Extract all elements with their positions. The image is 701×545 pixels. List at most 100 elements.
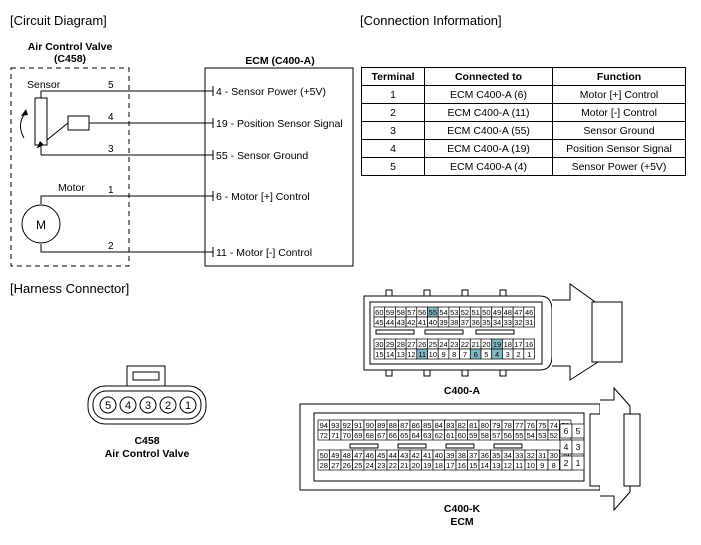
c400a-notch [461,289,469,297]
c400a-pin-label: 57 [407,308,415,317]
c400k-pin-label: 24 [366,461,374,470]
c400a-pin [523,316,535,328]
c400a-pin-label: 32 [514,318,522,327]
c400k-pin-label: 94 [320,421,328,430]
c400k-pin-label: 30 [550,451,558,460]
c400k-side-pin-label: 4 [564,442,569,452]
c400a-pin-label: 45 [375,318,383,327]
sensor-element [67,115,90,131]
c400k-pin-label: 33 [515,451,523,460]
c458-pin-label: 2 [165,400,171,412]
c400a-pin-label: 34 [493,318,501,327]
c400a-pin [523,348,535,360]
c400k-pin-label: 40 [435,451,443,460]
c400k-pin-label: 9 [540,461,544,470]
c400a-pin-label: 27 [407,340,415,349]
c400k-pin-label: 29 [561,451,569,460]
c400a-key [424,329,464,335]
c400a-pin-label: 35 [482,318,490,327]
c400k-pin-label: 17 [446,461,454,470]
c400k-pin-label: 92 [343,421,351,430]
c400a-pin-label: 56 [418,308,426,317]
table-cell: ECM C400-A (6) [424,85,553,104]
component-code: (C458) [53,53,87,65]
c400k-pin-label: 76 [527,421,535,430]
c400k-key [349,443,379,449]
c400k-pin-label: 36 [481,451,489,460]
c400k-pin-label: 81 [469,421,477,430]
c400k-pin-label: 79 [492,421,500,430]
pin-number: 4 [108,112,114,123]
c400k-pin-label: 46 [366,451,374,460]
c400k-pin-label: 48 [343,451,351,460]
c400a-pin-label: 26 [418,340,426,349]
component-heading: Air Control Valve (C458) [10,41,130,65]
c400a-pin-label: 21 [471,340,479,349]
c400a-pin-label: 60 [375,308,383,317]
c400a-notch [499,369,507,377]
c400k-pin-label: 62 [435,431,443,440]
c400a-pin-label: 24 [439,340,447,349]
c400k-pin-label: 50 [320,451,328,460]
pin-number: 3 [108,144,114,155]
sensor-label: Sensor [27,79,61,91]
c400a-pin-label: 16 [525,340,533,349]
wiper-arrowhead-icon [37,141,44,148]
c400a-notch [423,369,431,377]
c400a-pin-label: 19 [493,340,501,349]
c400a-housing [552,283,599,381]
c400a-pin-label: 11 [418,350,426,359]
ecm-terminal-label: 4 - Sensor Power (+5V) [216,86,326,98]
pin-number: 2 [108,241,114,252]
c400k-pin-label: 15 [469,461,477,470]
c400a-notch [461,369,469,377]
circuit-diagram-title: [Circuit Diagram] [10,13,107,28]
c400a-pin-label: 37 [461,318,469,327]
c400a-cable [591,301,623,363]
c400k-pin-label: 47 [354,451,362,460]
c400k-pin-label: 86 [412,421,420,430]
c400a-pin-label: 14 [386,350,394,359]
ecm-terminal-label: 6 - Motor [+] Control [216,191,310,203]
c400a-notch [423,289,431,297]
c400k-pin-label: 38 [458,451,466,460]
c400a-pin-label: 40 [429,318,437,327]
c400k-pin-label: 32 [527,451,535,460]
c400k-pin-label: 11 [515,461,523,470]
c400a-pin-label: 8 [452,350,456,359]
c400a-pin-label: 20 [482,340,490,349]
table-header: Terminal [361,67,425,86]
c400k-side-pin-label: 6 [564,426,569,436]
harness-connector-title: [Harness Connector] [10,281,130,296]
c400k-pin-label: 64 [412,431,420,440]
c400k-pin-label: 82 [458,421,466,430]
c400k-pin-label: 83 [446,421,454,430]
c400a-pin-label: 51 [471,308,479,317]
c400a-pin-label: 39 [439,318,447,327]
c400k-pin-label: 84 [435,421,443,430]
c400k-side-pin-label: 2 [564,458,569,468]
c400a-notch [385,289,393,297]
c400a-pin-label: 4 [495,350,499,359]
c458-pin [99,396,117,414]
c400k-pin-label: 59 [469,431,477,440]
c458-pin-label: 3 [145,400,151,412]
c400k-pin-label: 67 [377,431,385,440]
c400a-pin-label: 50 [482,308,490,317]
c400k-pin-label: 89 [377,421,385,430]
c400k-pin-label: 13 [492,461,500,470]
c458-pin [179,396,197,414]
c400k-label: C400-K [444,503,481,515]
c400k-pin-label: 61 [446,431,454,440]
c400k-pin-label: 87 [400,421,408,430]
c400k-pin-label: 16 [458,461,466,470]
c400k-pin-label: 63 [423,431,431,440]
c400a-notch [385,369,393,377]
c400k-side-pin [571,439,585,455]
c400k-pin-label: 88 [389,421,397,430]
c400a-pin-label: 12 [407,350,415,359]
c458-pin [159,396,177,414]
